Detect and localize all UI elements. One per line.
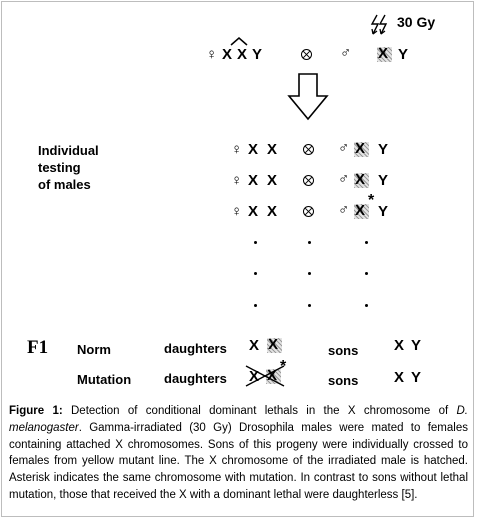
female-x-chromosome: X <box>237 46 248 63</box>
irradiated-x-chromosome: X <box>354 140 369 157</box>
irradiated-x-chromosome: X <box>377 45 392 62</box>
female-symbol: ♀ <box>206 46 218 63</box>
x-chromosome: X <box>249 368 260 385</box>
ellipsis-dot <box>365 304 368 307</box>
x-chromosome: X <box>248 203 259 220</box>
x-chromosome: X <box>394 369 405 386</box>
down-arrow-icon <box>287 73 329 121</box>
male-y-chromosome: Y <box>398 46 409 63</box>
x-chromosome: X <box>248 141 259 158</box>
x-chromosome: X <box>248 172 259 189</box>
mutant-x-chromosome: X <box>354 202 369 219</box>
sons-label: sons <box>328 373 359 388</box>
daughters-label: daughters <box>164 371 227 386</box>
y-chromosome: Y <box>378 172 389 189</box>
ellipsis-dot <box>254 241 257 244</box>
cross-symbol <box>303 144 314 155</box>
crossed-out-mark <box>245 365 285 387</box>
male-symbol: ♂ <box>338 201 350 218</box>
dose-label: 30 Gy <box>397 14 436 30</box>
irradiated-x-chromosome: X <box>354 171 369 188</box>
sons-label: sons <box>328 343 359 358</box>
daughters-label: daughters <box>164 341 227 356</box>
female-y-chromosome: Y <box>252 46 263 63</box>
x-chromosome: X <box>267 172 278 189</box>
species-name: D. melanogaster <box>9 405 468 434</box>
cross-symbol <box>303 206 314 217</box>
radiation-icon <box>370 14 388 35</box>
f1-label: F1 <box>27 337 49 358</box>
ellipsis-dot <box>308 272 311 275</box>
y-chromosome: Y <box>411 337 422 354</box>
y-chromosome: Y <box>378 203 389 220</box>
testing-label-line3: of males <box>38 177 91 192</box>
norm-label: Norm <box>77 342 111 357</box>
mutation-label: Mutation <box>77 372 132 387</box>
attached-x-mark <box>230 37 248 46</box>
female-symbol: ♀ <box>231 203 243 220</box>
male-symbol: ♂ <box>338 170 350 187</box>
ellipsis-dot <box>308 304 311 307</box>
x-chromosome: X <box>249 337 260 354</box>
ellipsis-dot <box>308 241 311 244</box>
testing-label-line1: Individual <box>38 143 99 158</box>
ellipsis-dot <box>365 241 368 244</box>
caption-label: Figure 1: <box>9 405 63 417</box>
ellipsis-dot <box>254 304 257 307</box>
mutation-asterisk: * <box>368 192 375 209</box>
ellipsis-dot <box>365 272 368 275</box>
caption-text: . Gamma-irradiated (30 Gy) Drosophila ma… <box>9 421 468 501</box>
figure-caption: Figure 1: Detection of conditional domin… <box>9 403 468 504</box>
male-symbol: ♂ <box>338 139 350 156</box>
cross-symbol <box>301 49 312 60</box>
male-symbol: ♂ <box>340 44 352 61</box>
x-chromosome: X <box>394 337 405 354</box>
female-symbol: ♀ <box>231 141 243 158</box>
x-chromosome: X <box>267 141 278 158</box>
testing-label-line2: testing <box>38 160 81 175</box>
ellipsis-dot <box>254 272 257 275</box>
x-chromosome: X <box>267 203 278 220</box>
y-chromosome: Y <box>378 141 389 158</box>
female-symbol: ♀ <box>231 172 243 189</box>
irradiated-x-chromosome: X <box>267 336 282 353</box>
caption-text: Detection of conditional dominant lethal… <box>62 405 457 417</box>
cross-symbol <box>303 175 314 186</box>
female-x-chromosome: X <box>222 46 233 63</box>
y-chromosome: Y <box>411 369 422 386</box>
